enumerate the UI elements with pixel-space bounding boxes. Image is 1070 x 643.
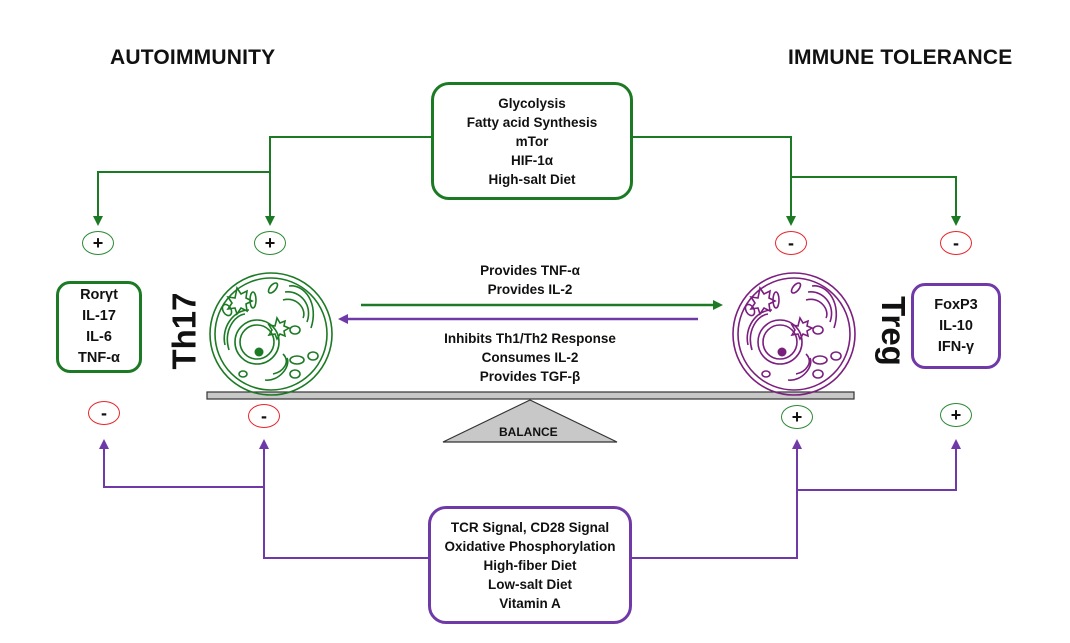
- bottom-box-line: TCR Signal, CD28 Signal: [450, 519, 610, 535]
- balance-label: BALANCE: [499, 425, 558, 439]
- bottom-connector-far-left: [99, 439, 264, 488]
- top-box-line: Glycolysis: [498, 95, 566, 111]
- th17-marker: IL-17: [82, 308, 116, 324]
- tolerance-factors-box: TCR Signal, CD28 Signal Oxidative Phosph…: [428, 506, 632, 624]
- plus-badge-treg-markers: +: [940, 403, 972, 427]
- interaction-text: Consumes IL-2: [481, 350, 579, 365]
- th17-marker: TNF-α: [78, 350, 120, 366]
- minus-badge-th17-cell: -: [248, 404, 280, 428]
- bottom-connectors: [99, 439, 961, 559]
- minus-badge-treg-cell: -: [775, 231, 807, 255]
- bottom-connector-far-right: [797, 439, 961, 491]
- treg-marker: FoxP3: [934, 296, 978, 313]
- bottom-box-line: Oxidative Phosphorylation: [444, 538, 616, 554]
- th17-markers-box: Rorγt IL-17 IL-6 TNF-α: [56, 281, 142, 373]
- plus-badge-th17-markers: +: [82, 231, 114, 255]
- interaction-text: Provides IL-2: [487, 282, 573, 297]
- treg-markers-box: FoxP3 IL-10 IFN-γ: [911, 283, 1001, 369]
- treg-cell-icon: [732, 272, 856, 396]
- th17-label: Th17: [165, 292, 203, 370]
- top-connector-far-right: [791, 176, 961, 226]
- autoimmunity-heading: AUTOIMMUNITY: [110, 46, 276, 69]
- interaction-text: Inhibits Th1/Th2 Response: [444, 331, 616, 346]
- pro-inflammatory-factors-box: Glycolysis Fatty acid Synthesis mTor HIF…: [431, 82, 633, 200]
- minus-badge-treg-markers: -: [940, 231, 972, 255]
- treg-to-th17-label: Inhibits Th1/Th2 Response Consumes IL-2 …: [420, 329, 640, 386]
- top-connector-right: [632, 136, 796, 226]
- bottom-box-line: Vitamin A: [499, 595, 561, 611]
- top-connectors: [93, 136, 961, 226]
- top-connector-left: [265, 136, 432, 226]
- top-box-line: High-salt Diet: [488, 171, 576, 187]
- interaction-text: Provides TGF-β: [479, 369, 581, 384]
- th17-to-treg-label: Provides TNF-α Provides IL-2: [420, 261, 640, 299]
- minus-badge-th17-markers: -: [88, 401, 120, 425]
- th17-marker: Rorγt: [80, 287, 118, 303]
- th17-marker: IL-6: [86, 329, 112, 345]
- bottom-box-line: Low-salt Diet: [487, 576, 572, 592]
- bottom-connector-left: [259, 439, 430, 559]
- immune-tolerance-heading: IMMUNE TOLERANCE: [788, 46, 1013, 69]
- treg-marker: IFN-γ: [937, 338, 975, 355]
- top-box-line: Fatty acid Synthesis: [466, 114, 598, 130]
- plus-badge-treg-cell: +: [781, 405, 813, 429]
- top-connector-far-left: [93, 171, 270, 226]
- bottom-box-line: High-fiber Diet: [483, 557, 577, 573]
- top-box-line: HIF-1α: [510, 152, 554, 168]
- interaction-text: Provides TNF-α: [480, 263, 580, 278]
- treg-marker: IL-10: [939, 317, 973, 334]
- top-box-line: mTor: [515, 133, 549, 149]
- balance-beam: [206, 391, 855, 400]
- treg-label: Treg: [874, 296, 912, 366]
- bottom-connector-right: [630, 439, 802, 559]
- plus-badge-th17-cell: +: [254, 231, 286, 255]
- th17-cell-icon: [209, 272, 333, 396]
- balance-fulcrum: [442, 399, 618, 443]
